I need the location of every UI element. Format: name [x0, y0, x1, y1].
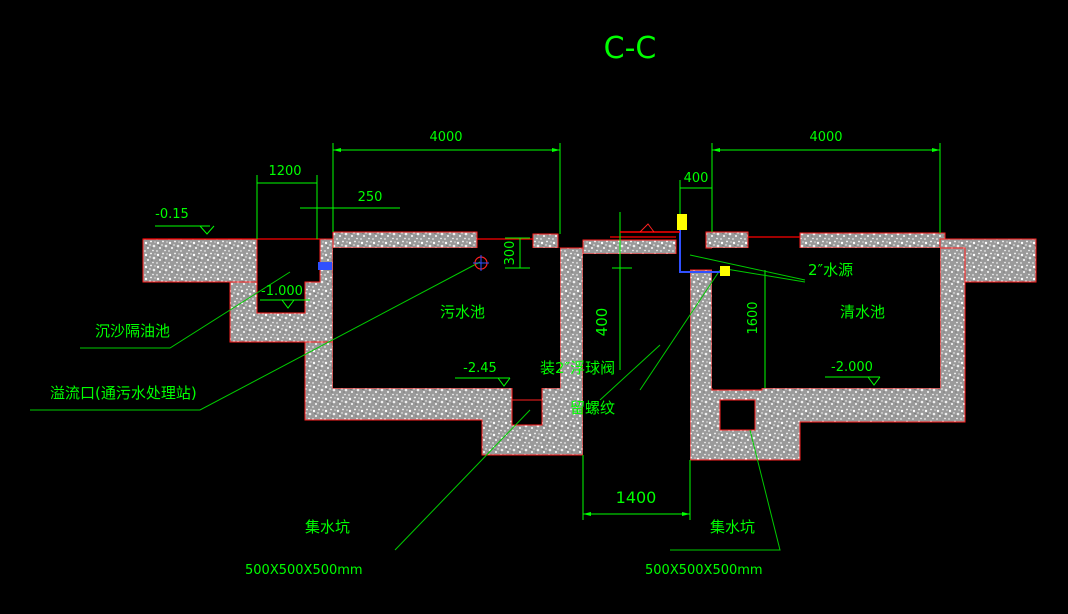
- elevation-clear-bottom: -2.000: [831, 360, 873, 375]
- dimension-ticks: [333, 148, 940, 516]
- dim-left-tank: 4000: [429, 130, 462, 145]
- text-labels: 沉沙隔油池 溢流口(通污水处理站) 污水池 清水池 2″水源 装2″浮球阀 留螺…: [50, 261, 885, 578]
- valve-outlet-icon: [720, 266, 730, 276]
- dim-valve-height: 400: [593, 308, 611, 337]
- valve-body-icon: [677, 214, 687, 230]
- inlet-pipe-icon: [318, 262, 332, 270]
- right-sump: [719, 399, 756, 431]
- dim-left-chamber: 1200: [268, 164, 301, 179]
- sewage-tank-interior: [333, 248, 560, 388]
- float-valve-icon: [639, 223, 655, 233]
- elevation-top: -0.15: [155, 207, 189, 222]
- section-title: C-C: [604, 31, 657, 66]
- dim-right-tank: 4000: [809, 130, 842, 145]
- dim-wall-offset: 250: [358, 190, 383, 205]
- label-thread: 留螺纹: [570, 399, 615, 417]
- label-sump-right: 集水坑: [710, 518, 755, 536]
- dim-clear-depth: 1600: [746, 301, 761, 334]
- label-sewage-tank: 污水池: [440, 303, 485, 321]
- label-sump-left: 集水坑: [305, 518, 350, 536]
- label-sump-size-right: 500X500X500mm: [645, 563, 763, 578]
- dimension-labels: 4000 4000 1200 250 400 300 400 1600 1400: [268, 130, 842, 507]
- dim-gap-width: 1400: [616, 488, 657, 507]
- elevation-labels: -0.15 -1.000 -2.45 -2.000: [155, 207, 873, 376]
- dimension-lines: [155, 143, 941, 520]
- gap-interior: [583, 254, 690, 514]
- dim-overflow-height: 300: [503, 241, 518, 266]
- dim-pipe-offset: 400: [684, 171, 709, 186]
- elevation-left-chamber: -1.000: [261, 284, 303, 299]
- label-sand-oil: 沉沙隔油池: [95, 322, 170, 340]
- elevation-sewage-bottom: -2.45: [463, 361, 497, 376]
- label-float-valve: 装2″浮球阀: [540, 359, 615, 377]
- label-overflow: 溢流口(通污水处理站): [50, 384, 197, 402]
- clear-tank-interior: [712, 248, 940, 388]
- top-lines: [143, 236, 800, 240]
- leader-lines: [30, 254, 806, 551]
- pipes: [318, 214, 730, 276]
- label-water-source: 2″水源: [808, 261, 853, 279]
- label-clear-tank: 清水池: [840, 303, 885, 321]
- label-sump-size-left: 500X500X500mm: [245, 563, 363, 578]
